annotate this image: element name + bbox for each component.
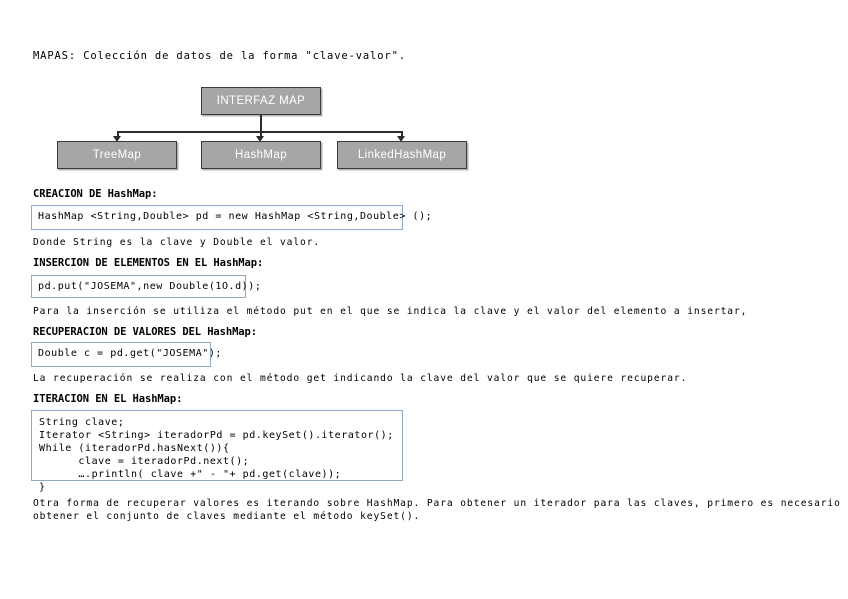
connector-drop-treemap xyxy=(117,131,119,139)
arrow-icon-treemap xyxy=(113,136,121,142)
code-block-iteracion: String clave; Iterator <String> iterador… xyxy=(31,410,403,493)
section-paragraph-recuperacion: La recuperación se realiza con el método… xyxy=(33,373,688,384)
diagram-node-interfaz-map: INTERFAZ MAP xyxy=(201,87,321,115)
connector-trunk-vertical xyxy=(260,115,262,132)
section-heading-recuperacion: RECUPERACION DE VALORES DEL HashMap: xyxy=(33,326,257,338)
connector-drop-hashmap xyxy=(260,131,262,139)
section-heading-insercion: INSERCION DE ELEMENTOS EN EL HashMap: xyxy=(33,257,264,269)
section-paragraph-iteracion: Otra forma de recuperar valores es itera… xyxy=(33,498,841,522)
diagram-node-label: HashMap xyxy=(234,149,288,161)
section-heading-iteracion: ITERACION EN EL HashMap: xyxy=(33,393,183,405)
section-paragraph-creacion: Donde String es la clave y Double el val… xyxy=(33,237,321,248)
diagram-node-hashmap: HashMap xyxy=(201,141,321,169)
code-block-creacion: HashMap <String,Double> pd = new HashMap… xyxy=(31,205,432,230)
connector-bus-horizontal xyxy=(117,131,402,133)
diagram-node-treemap: TreeMap xyxy=(57,141,177,169)
diagram-node-label: TreeMap xyxy=(92,149,142,161)
diagram-node-label: LinkedHashMap xyxy=(357,149,447,161)
arrow-icon-hashmap xyxy=(256,136,264,142)
map-interface-diagram: INTERFAZ MAP TreeMap HashMap LinkedHashM… xyxy=(0,0,848,180)
diagram-node-label: INTERFAZ MAP xyxy=(216,95,306,107)
code-block-insercion: pd.put("JOSEMA",new Double(1O.d)); xyxy=(31,275,261,298)
section-paragraph-insercion: Para la inserción se utiliza el método p… xyxy=(33,306,748,317)
section-heading-creacion: CREACION DE HashMap: xyxy=(33,188,158,200)
code-block-recuperacion: Double c = pd.get("JOSEMA"); xyxy=(31,342,221,367)
intro-text: MAPAS: Colección de datos de la forma "c… xyxy=(33,50,406,62)
diagram-node-linkedhashmap: LinkedHashMap xyxy=(337,141,467,169)
connector-drop-linkedhashmap xyxy=(401,131,403,139)
arrow-icon-linkedhashmap xyxy=(397,136,405,142)
